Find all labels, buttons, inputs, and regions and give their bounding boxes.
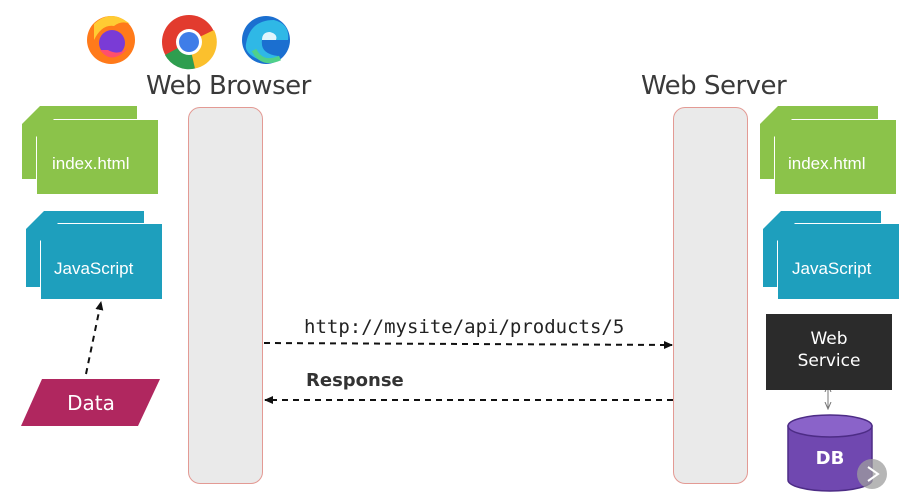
server-js-label: JavaScript bbox=[792, 259, 872, 278]
firefox-icon bbox=[87, 16, 135, 64]
play-next-icon[interactable] bbox=[856, 458, 888, 490]
server-title: Web Server bbox=[641, 71, 787, 101]
browser-lifeline bbox=[188, 107, 263, 484]
browser-title: Web Browser bbox=[146, 71, 311, 101]
data-shape bbox=[21, 379, 160, 426]
server-js-file: JavaScript bbox=[763, 211, 899, 299]
browser-js-label: JavaScript bbox=[54, 259, 134, 278]
server-html-file: index.html bbox=[760, 106, 896, 194]
server-html-label: index.html bbox=[788, 154, 866, 173]
browser-html-label: index.html bbox=[52, 154, 130, 173]
web-service-box: Web Service bbox=[766, 314, 892, 390]
request-arrow bbox=[263, 340, 673, 349]
chrome-icon bbox=[162, 15, 217, 70]
web-service-line2: Service bbox=[797, 351, 861, 371]
browser-html-file: index.html bbox=[22, 106, 158, 194]
db-label: DB bbox=[815, 448, 845, 469]
edge-icon bbox=[242, 16, 290, 64]
browser-js-file: JavaScript bbox=[26, 211, 162, 299]
server-lifeline bbox=[673, 107, 748, 484]
data-to-js-arrow bbox=[85, 301, 104, 375]
db-cylinder bbox=[787, 414, 873, 492]
web-service-line1: Web bbox=[810, 329, 848, 349]
request-label: http://mysite/api/products/5 bbox=[304, 316, 625, 338]
data-label: Data bbox=[67, 391, 115, 415]
response-label: Response bbox=[306, 370, 404, 391]
